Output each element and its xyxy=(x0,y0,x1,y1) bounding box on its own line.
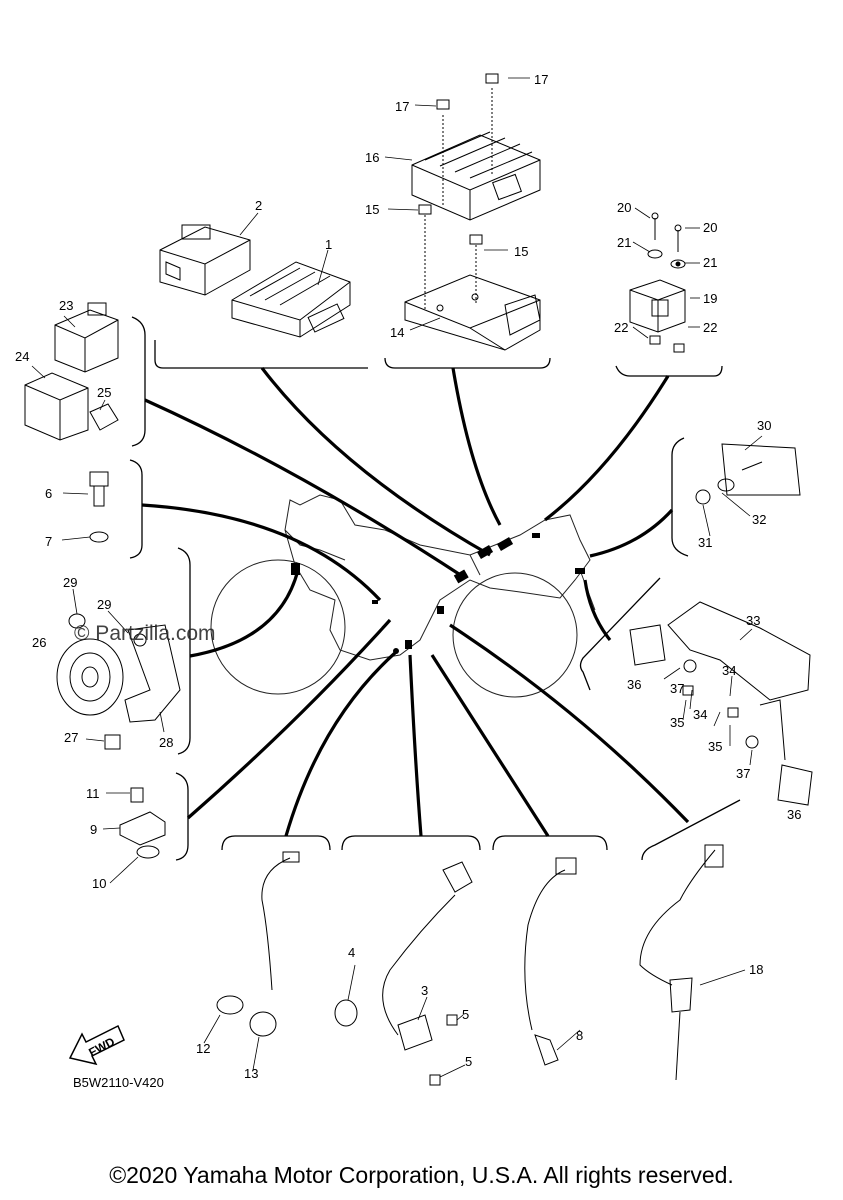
callout-20[interactable]: 20 xyxy=(703,220,718,235)
callout-32[interactable]: 32 xyxy=(752,512,767,527)
callout-26[interactable]: 26 xyxy=(32,635,47,650)
callout-5[interactable]: 5 xyxy=(462,1007,470,1022)
fwd-arrow-icon xyxy=(68,1024,125,1066)
callout-25[interactable]: 25 xyxy=(97,385,112,400)
callout-17[interactable]: 17 xyxy=(534,72,549,87)
ecu-unit-1[interactable] xyxy=(231,261,351,338)
license-bracket-33[interactable] xyxy=(629,601,813,806)
relay-unit-2[interactable] xyxy=(159,224,251,296)
callout-20[interactable]: 20 xyxy=(617,200,632,215)
callout-2[interactable]: 2 xyxy=(255,198,263,213)
callout-36[interactable]: 36 xyxy=(627,677,642,692)
callout-18[interactable]: 18 xyxy=(749,962,764,977)
callout-23[interactable]: 23 xyxy=(59,298,74,313)
callout-28[interactable]: 28 xyxy=(159,735,174,750)
callout-8[interactable]: 8 xyxy=(576,1028,584,1043)
relay-23-25[interactable] xyxy=(24,302,119,441)
callout-19[interactable]: 19 xyxy=(703,291,718,306)
callout-6[interactable]: 6 xyxy=(45,486,53,501)
callout-15[interactable]: 15 xyxy=(365,202,380,217)
callout-21[interactable]: 21 xyxy=(617,235,632,250)
callout-14[interactable]: 14 xyxy=(390,325,405,340)
horn-26[interactable] xyxy=(56,638,124,716)
callout-10[interactable]: 10 xyxy=(92,876,107,891)
watermark: © Partzilla.com xyxy=(74,622,216,645)
screws-20-22[interactable] xyxy=(647,212,686,353)
callout-22[interactable]: 22 xyxy=(703,320,718,335)
callout-16[interactable]: 16 xyxy=(365,150,380,165)
callout-27[interactable]: 27 xyxy=(64,730,79,745)
callout-34[interactable]: 34 xyxy=(722,663,737,678)
callout-36[interactable]: 36 xyxy=(787,807,802,822)
sensor-12-13[interactable] xyxy=(216,851,300,1037)
callout-3[interactable]: 3 xyxy=(421,983,429,998)
group-brackets xyxy=(129,316,741,861)
callout-22[interactable]: 22 xyxy=(614,320,629,335)
callout-29[interactable]: 29 xyxy=(97,597,112,612)
callout-12[interactable]: 12 xyxy=(196,1041,211,1056)
motorcycle-silhouette xyxy=(210,494,596,698)
callout-34[interactable]: 34 xyxy=(693,707,708,722)
callout-24[interactable]: 24 xyxy=(15,349,30,364)
callout-1[interactable]: 1 xyxy=(325,237,333,252)
bracket-28[interactable] xyxy=(68,613,181,750)
bolts-15-17[interactable] xyxy=(424,88,493,310)
callout-29[interactable]: 29 xyxy=(63,575,78,590)
callout-13[interactable]: 13 xyxy=(244,1066,259,1081)
diagram-code: B5W2110-V420 xyxy=(73,1075,164,1090)
rectifier-regulator-16[interactable] xyxy=(411,131,541,221)
sensor-19[interactable] xyxy=(629,279,686,333)
sensor-9-11[interactable] xyxy=(119,787,166,859)
leader-lines xyxy=(141,367,690,837)
sensor-3-5[interactable] xyxy=(334,861,473,1086)
callout-21[interactable]: 21 xyxy=(703,255,718,270)
reflector-30[interactable] xyxy=(695,443,801,505)
callout-17[interactable]: 17 xyxy=(395,99,410,114)
copyright-notice: ©2020 Yamaha Motor Corporation, U.S.A. A… xyxy=(109,1162,734,1188)
callout-37[interactable]: 37 xyxy=(736,766,751,781)
callout-35[interactable]: 35 xyxy=(670,715,685,730)
callout-leaders xyxy=(31,77,763,1078)
callout-9[interactable]: 9 xyxy=(90,822,98,837)
sensor-8[interactable] xyxy=(524,857,577,1066)
callout-37[interactable]: 37 xyxy=(670,681,685,696)
callout-15[interactable]: 15 xyxy=(514,244,529,259)
callout-5[interactable]: 5 xyxy=(465,1054,473,1069)
connector-marks xyxy=(291,533,585,654)
bolt-heads[interactable] xyxy=(418,73,499,245)
sensor-18[interactable] xyxy=(639,844,724,1081)
callout-31[interactable]: 31 xyxy=(698,535,713,550)
callout-33[interactable]: 33 xyxy=(746,613,761,628)
bracket-14[interactable] xyxy=(404,274,541,351)
callout-7[interactable]: 7 xyxy=(45,534,53,549)
callout-4[interactable]: 4 xyxy=(348,945,356,960)
switch-6-7[interactable] xyxy=(89,471,109,543)
callout-35[interactable]: 35 xyxy=(708,739,723,754)
callout-30[interactable]: 30 xyxy=(757,418,772,433)
callout-11[interactable]: 11 xyxy=(86,786,100,801)
